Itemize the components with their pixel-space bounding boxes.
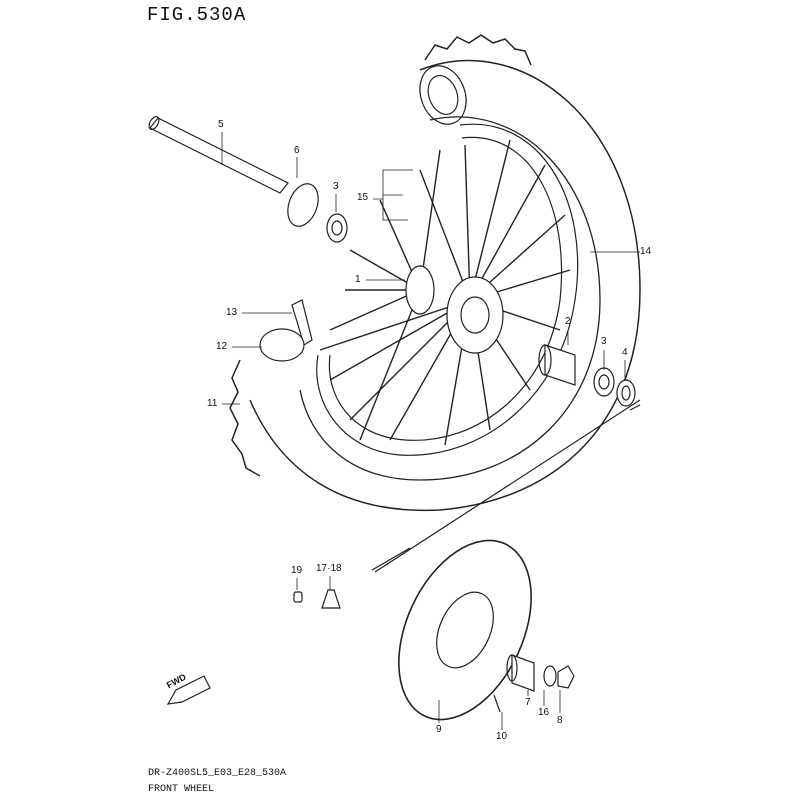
valve-nut	[321, 589, 341, 609]
valve-cap	[293, 591, 303, 603]
callout-13: 13	[226, 307, 238, 318]
callout-14: 14	[640, 246, 652, 257]
spokes	[319, 139, 571, 446]
callout-12: 12	[216, 341, 228, 352]
callout-17-18: 17·18	[316, 563, 342, 574]
fwd-arrow-icon	[166, 675, 211, 705]
figure-code: DR-Z400SL5_E03_E28_530A	[148, 768, 287, 779]
disc-side-parts	[493, 654, 575, 713]
hub	[405, 265, 504, 354]
axle	[148, 116, 289, 194]
callout-15: 15	[357, 192, 369, 203]
leader-lines	[221, 132, 640, 730]
callout-8: 8	[557, 715, 563, 726]
callout-3-left: 3	[333, 181, 339, 192]
callout-19: 19	[291, 565, 303, 576]
right-side-parts	[538, 344, 636, 407]
callout-1: 1	[355, 274, 361, 285]
brake-disc	[371, 399, 641, 721]
callout-4: 4	[622, 347, 628, 358]
figure-name: FRONT WHEEL	[148, 784, 215, 795]
callout-16: 16	[538, 707, 550, 718]
callout-10: 10	[496, 731, 508, 742]
tube	[259, 299, 313, 362]
callout-11: 11	[207, 398, 218, 409]
callout-6: 6	[294, 145, 300, 156]
callout-5: 5	[218, 119, 224, 130]
callout-3-right: 3	[601, 336, 607, 347]
rim	[316, 123, 579, 456]
callout-9: 9	[436, 724, 442, 735]
figure-title: FIG.530A	[147, 4, 247, 26]
gearbox-bearing	[287, 183, 348, 243]
callout-7: 7	[525, 697, 531, 708]
callout-2: 2	[565, 316, 571, 327]
tire	[229, 34, 641, 512]
